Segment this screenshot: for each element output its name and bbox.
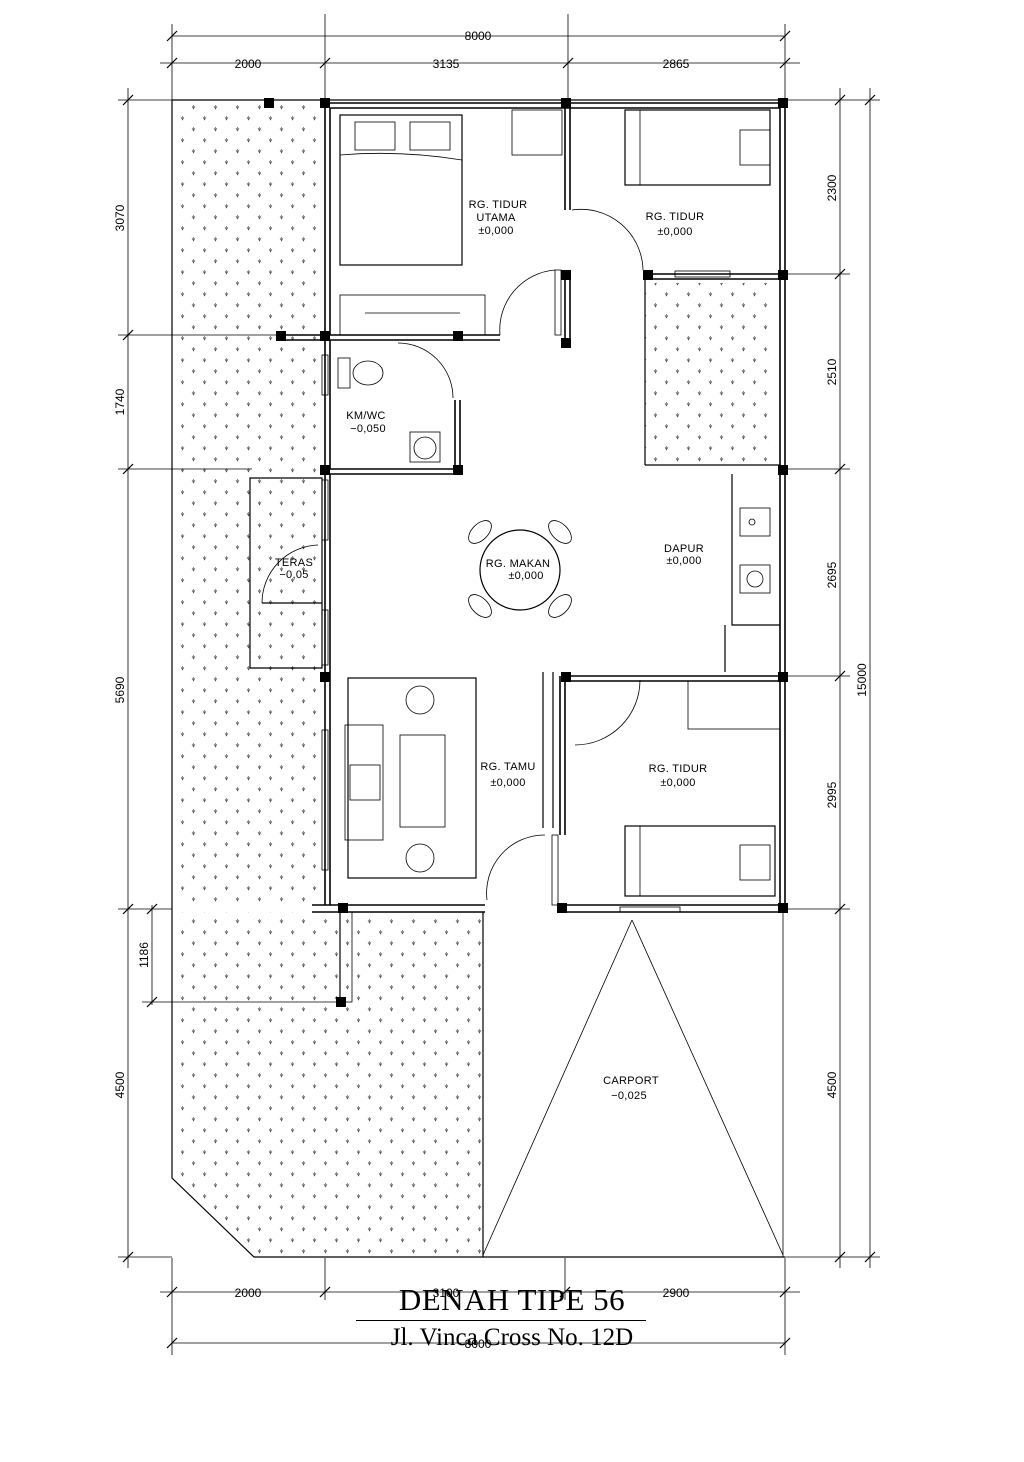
garden-areas: [171, 99, 785, 1258]
living-name: RG. TAMU: [480, 761, 535, 773]
dining-level: ±0,000: [508, 570, 543, 582]
kitchen-name: DAPUR: [664, 543, 704, 555]
dim-left-seg-1: 3070: [113, 204, 127, 231]
carport-name: CARPORT: [603, 1075, 659, 1087]
dim-bottom-seg-1: 2000: [235, 1286, 262, 1300]
dim-right-seg-3: 2695: [825, 561, 839, 588]
title-underline: [356, 1320, 646, 1321]
plan-subtitle: Jl. Vinca Cross No. 12D: [390, 1324, 634, 1351]
master-bedroom-name: RG. TIDUR: [469, 199, 528, 211]
bedroom-1-name: RG. TIDUR: [646, 211, 705, 223]
bathroom-level: −0,050: [350, 423, 386, 435]
plan-title: DENAH TIPE 56: [398, 1282, 626, 1317]
dim-left-seg-5: 4500: [113, 1071, 127, 1098]
bedroom-2-name: RG. TIDUR: [649, 763, 708, 775]
dimension-lines: 8000 2000 3135 2865 2000 3100 2900 8000 …: [113, 14, 880, 1355]
dim-left-seg-2: 1740: [113, 388, 127, 415]
dim-top-seg-2: 3135: [433, 57, 460, 71]
dim-right-total: 15000: [855, 663, 869, 697]
bedroom-2-level: ±0,000: [660, 777, 695, 789]
furniture: [337, 109, 784, 1257]
terrace-level: −0,05: [279, 569, 308, 581]
master-bedroom-level: ±0,000: [478, 225, 513, 237]
dim-bottom-seg-2: 3100: [433, 1286, 460, 1300]
dim-right-seg-5: 4500: [825, 1071, 839, 1098]
terrace-name: TERAS: [275, 557, 313, 569]
dim-left-seg-3: 5690: [113, 676, 127, 703]
room-labels: RG. TIDUR UTAMA ±0,000 RG. TIDUR ±0,000 …: [275, 199, 707, 1102]
dim-bottom-total: 8000: [465, 1337, 492, 1351]
columns: [264, 98, 788, 1007]
dim-top-total: 8000: [465, 29, 492, 43]
windows: [321, 270, 731, 1003]
bathroom-name: KM/WC: [346, 410, 385, 422]
kitchen-level: ±0,000: [666, 555, 701, 567]
dining-name: RG. MAKAN: [486, 558, 550, 570]
doors: [261, 209, 644, 906]
master-bedroom-name2: UTAMA: [476, 212, 516, 224]
dim-right-seg-4: 2995: [825, 781, 839, 808]
carport-level: −0,025: [611, 1090, 647, 1102]
walls: [249, 102, 786, 913]
dim-right-seg-1: 2300: [825, 174, 839, 201]
bedroom-1-level: ±0,000: [657, 226, 692, 238]
dim-right-seg-2: 2510: [825, 358, 839, 385]
dim-top-seg-3: 2865: [663, 57, 690, 71]
dim-bottom-seg-3: 2900: [663, 1286, 690, 1300]
dim-left-seg-4: 1186: [137, 942, 151, 968]
living-level: ±0,000: [490, 777, 525, 789]
dim-top-seg-1: 2000: [235, 57, 262, 71]
